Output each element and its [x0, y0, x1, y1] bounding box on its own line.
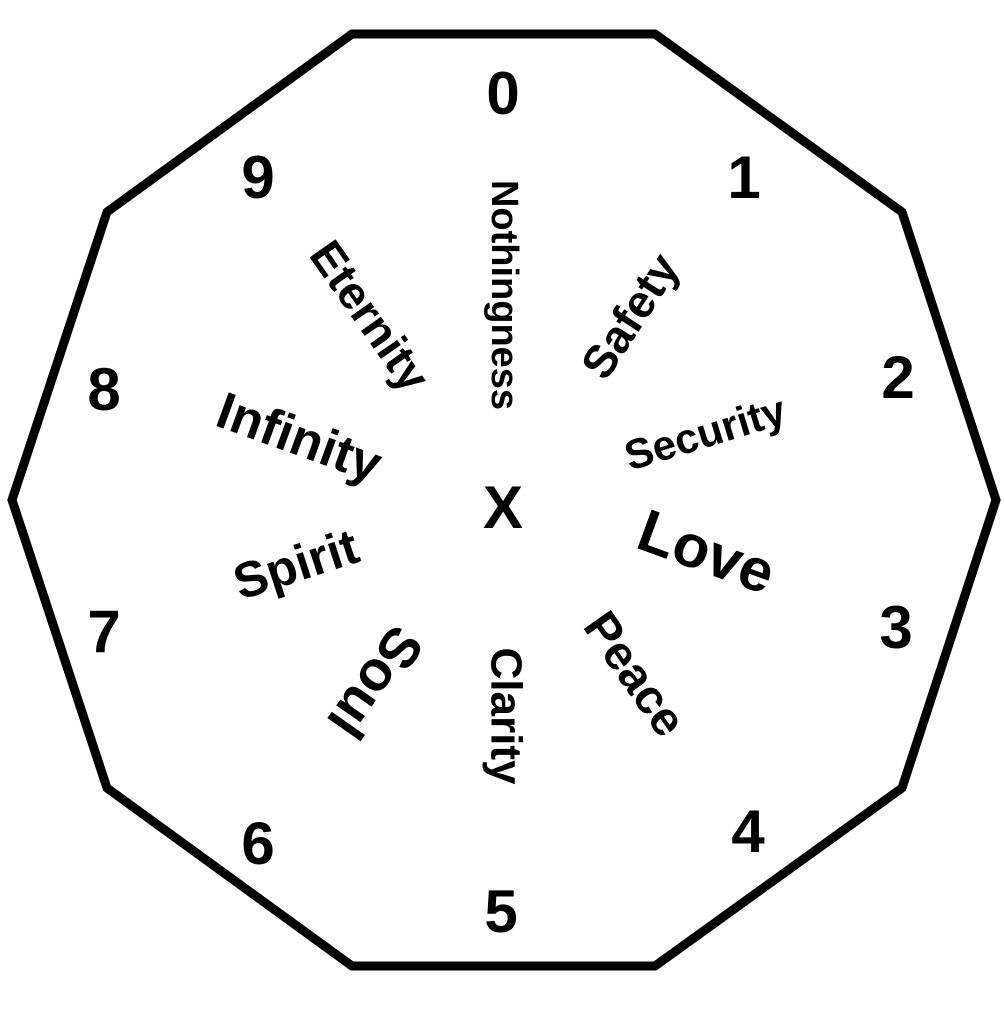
number-7: 7 [87, 598, 120, 665]
number-2: 2 [881, 344, 914, 411]
word-infinity: Infinity [209, 382, 389, 495]
word-safety: Safety [570, 244, 689, 388]
word-love: Love [629, 496, 784, 607]
word-eternity: Eternity [300, 231, 441, 401]
center-x: X [483, 474, 523, 541]
word-peace: Peace [573, 602, 696, 746]
number-6: 6 [241, 810, 274, 877]
number-4: 4 [731, 798, 765, 865]
word-soul: Soul [315, 615, 436, 751]
number-1: 1 [727, 144, 760, 211]
number-8: 8 [87, 356, 120, 423]
number-9: 9 [241, 144, 274, 211]
number-5: 5 [484, 878, 517, 945]
word-security: Security [619, 386, 792, 480]
number-0: 0 [486, 60, 519, 127]
word-nothingness: Nothingness [483, 180, 525, 410]
word-clarity: Clarity [481, 648, 530, 785]
decagon-outline [7, 29, 1001, 971]
number-3: 3 [879, 594, 912, 661]
word-spirit: Spirit [226, 518, 365, 611]
